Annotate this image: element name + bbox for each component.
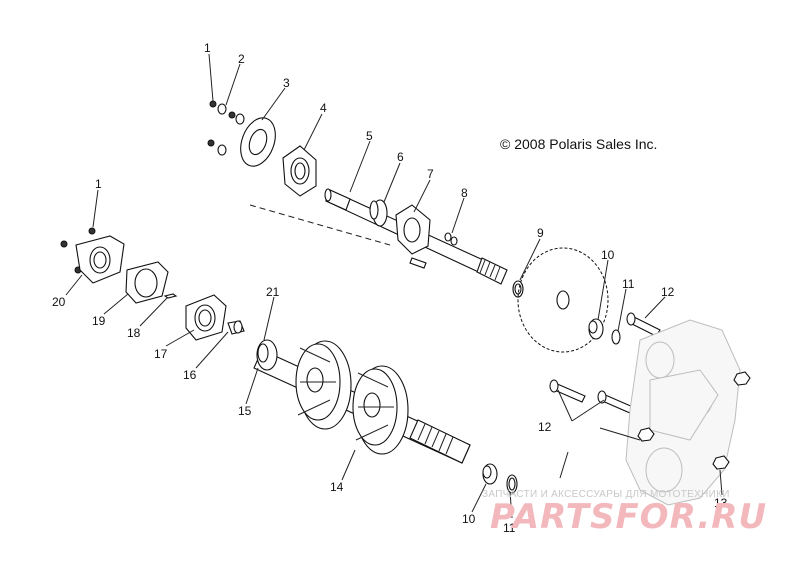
callout-2: 2 bbox=[238, 52, 245, 66]
bearing-plate-part-4 bbox=[282, 145, 317, 197]
callout-21: 21 bbox=[266, 285, 280, 299]
callout-11-upper: 11 bbox=[622, 277, 635, 291]
collar-part-6 bbox=[369, 199, 388, 227]
bearing-part-10-lower bbox=[482, 463, 498, 485]
callout-1-left: 1 bbox=[95, 177, 102, 191]
callout-3: 3 bbox=[283, 76, 290, 90]
callout-18: 18 bbox=[127, 326, 141, 340]
callout-8: 8 bbox=[461, 186, 468, 200]
callout-12-upper: 12 bbox=[661, 285, 675, 299]
nuts-part-13 bbox=[637, 371, 751, 470]
bearing-part-10-upper bbox=[588, 318, 604, 340]
callout-19: 19 bbox=[92, 314, 106, 328]
callout-7: 7 bbox=[427, 167, 434, 181]
callout-12-lower: 12 bbox=[538, 420, 552, 434]
callout-14: 14 bbox=[330, 480, 344, 494]
copyright-text: © 2008 Polaris Sales Inc. bbox=[500, 136, 657, 152]
chaincase-housing bbox=[625, 319, 741, 506]
ring-part-11-lower bbox=[506, 474, 518, 494]
callout-1-top: 1 bbox=[204, 41, 211, 55]
callout-10-upper: 10 bbox=[601, 248, 615, 262]
callout-17: 17 bbox=[154, 347, 168, 361]
watermark-brand: PARTSFOR.RU bbox=[490, 497, 767, 537]
callout-5: 5 bbox=[366, 129, 373, 143]
callout-13: 13 bbox=[714, 496, 728, 510]
callout-10-lower: 10 bbox=[462, 512, 476, 526]
bearing-housing-part-7 bbox=[395, 204, 431, 255]
callout-labels: 1 2 3 4 5 6 7 8 9 10 11 12 1 20 19 18 17… bbox=[52, 41, 728, 535]
watermark-tagline: ЗАПЧАСТИ И АКСЕССУАРЫ ДЛЯ МОТОТЕХНИКИ bbox=[482, 489, 730, 500]
gasket-part-3 bbox=[240, 117, 276, 167]
callout-16: 16 bbox=[183, 368, 197, 382]
left-plate-stack bbox=[60, 227, 245, 341]
callout-11-lower: 11 bbox=[503, 521, 516, 535]
key-part-8 bbox=[444, 232, 458, 246]
callout-6: 6 bbox=[397, 150, 404, 164]
leader-lines bbox=[65, 53, 723, 519]
callout-9: 9 bbox=[537, 226, 544, 240]
drive-shaft-part-14 bbox=[253, 339, 471, 464]
callout-4: 4 bbox=[320, 101, 327, 115]
bolts-part-12 bbox=[549, 312, 661, 414]
ring-part-11-upper bbox=[611, 329, 621, 345]
callout-20: 20 bbox=[52, 295, 66, 309]
callout-15: 15 bbox=[238, 404, 252, 418]
nut-washer-group-top bbox=[207, 100, 245, 156]
gasket-disk bbox=[517, 247, 609, 353]
